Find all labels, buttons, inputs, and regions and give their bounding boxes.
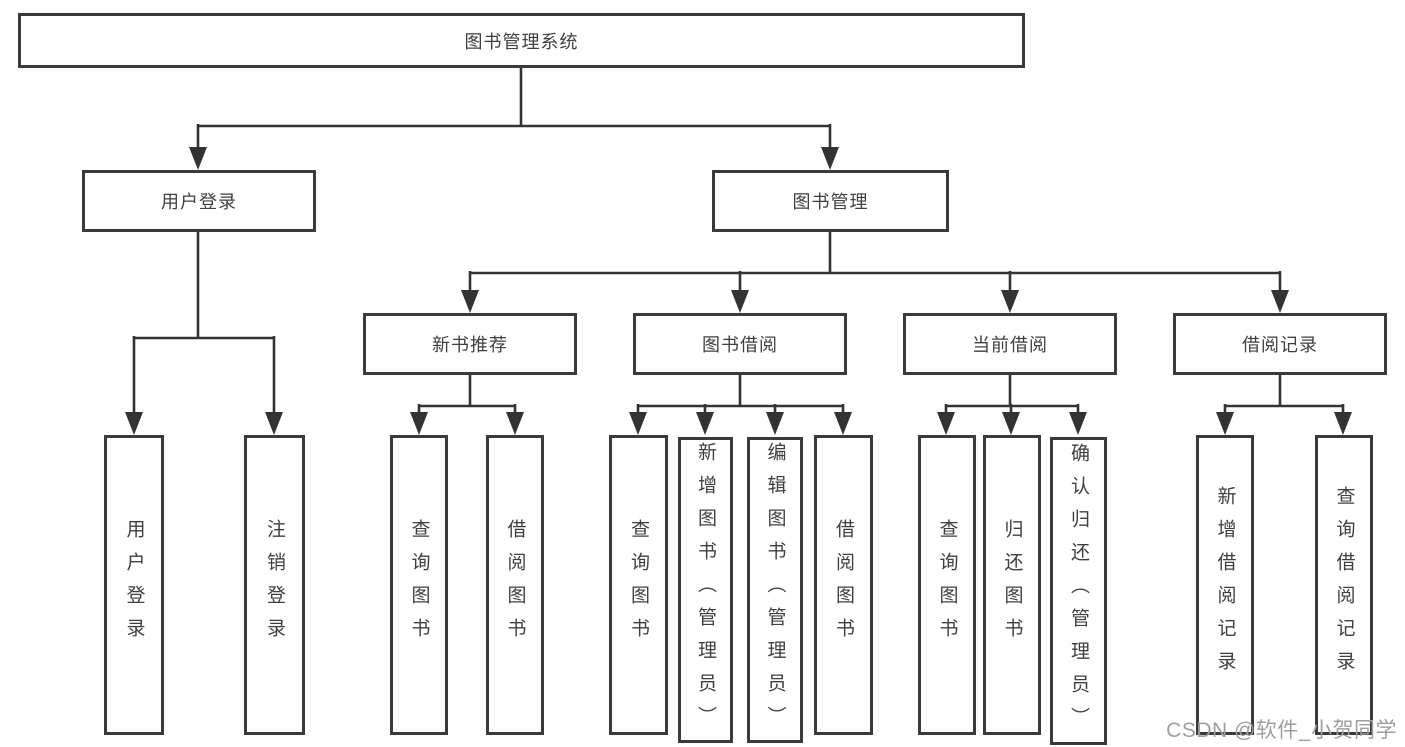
leaf-add-borrow-record-label: 新增借阅记录 [1214,486,1236,684]
node-user-login: 用户登录 [82,170,316,232]
leaf-query-books-current-label: 查询图书 [936,519,958,651]
leaf-query-borrow-record: 查询借阅记录 [1315,435,1373,735]
node-book-borrow: 图书借阅 [633,313,847,375]
leaf-borrow-books: 借阅图书 [814,435,873,735]
leaf-edit-books-admin-label: 编辑图书（管理员） [764,441,786,739]
leaf-borrow-books-label: 借阅图书 [833,519,854,651]
node-book-management: 图书管理 [712,170,949,232]
csdn-watermark: CSDN @软件_小贺同学 [1166,719,1397,742]
node-new-book-recommend: 新书推荐 [363,313,577,375]
leaf-logout: 注销登录 [244,435,305,735]
node-new-book-recommend-label: 新书推荐 [432,335,508,355]
leaf-query-books-current: 查询图书 [918,435,976,735]
node-borrow-records: 借阅记录 [1173,313,1387,375]
node-root-label: 图书管理系统 [464,31,579,52]
leaf-query-books-borrow-label: 查询图书 [628,519,649,651]
node-current-borrow-label: 当前借阅 [972,335,1048,355]
leaf-borrow-books-newrec: 借阅图书 [486,435,544,735]
leaf-borrow-books-newrec-label: 借阅图书 [504,519,526,651]
leaf-query-books-newrec-label: 查询图书 [408,519,430,651]
leaf-user-login: 用户登录 [104,435,164,735]
leaf-confirm-return-admin: 确认归还（管理员） [1050,437,1107,745]
leaf-return-books-label: 归还图书 [1001,519,1023,651]
node-current-borrow: 当前借阅 [903,313,1117,375]
node-user-login-label: 用户登录 [161,192,237,212]
node-borrow-records-label: 借阅记录 [1242,335,1318,355]
node-book-management-label: 图书管理 [792,192,869,212]
leaf-query-books-newrec: 查询图书 [390,435,448,735]
leaf-return-books: 归还图书 [983,435,1041,735]
node-root: 图书管理系统 [18,13,1025,68]
leaf-add-books-admin: 新增图书（管理员） [678,437,733,743]
leaf-query-books-borrow: 查询图书 [609,435,668,735]
leaf-query-borrow-record-label: 查询借阅记录 [1333,486,1355,684]
node-book-borrow-label: 图书借阅 [702,335,778,355]
leaf-edit-books-admin: 编辑图书（管理员） [747,437,803,743]
leaf-confirm-return-admin-label: 确认归还（管理员） [1068,442,1089,740]
leaf-add-borrow-record: 新增借阅记录 [1196,435,1254,735]
leaf-add-books-admin-label: 新增图书（管理员） [695,441,716,739]
leaf-logout-label: 注销登录 [264,519,285,651]
leaf-user-login-label: 用户登录 [123,519,145,651]
